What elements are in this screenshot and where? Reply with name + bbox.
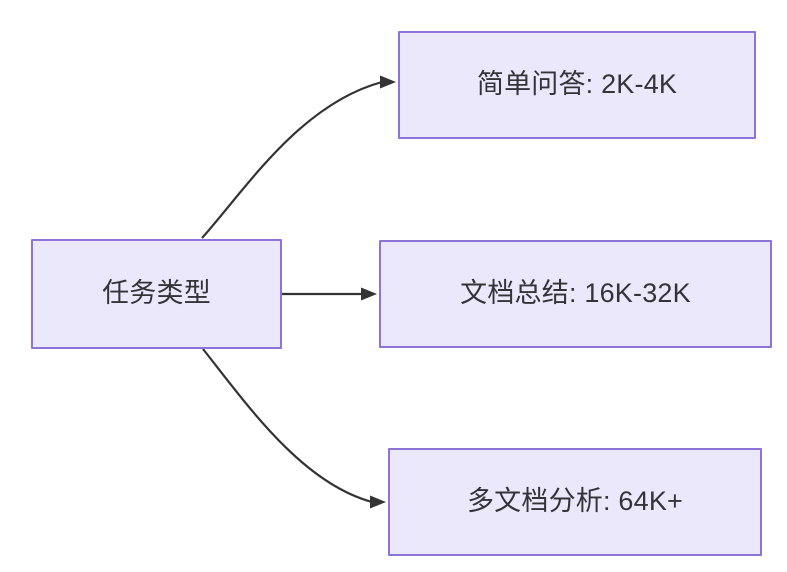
node-label-task-type: 任务类型 xyxy=(102,278,211,309)
node-simple-qa[interactable]: 简单问答: 2K-4K xyxy=(398,31,756,139)
edge-path-simple-qa xyxy=(201,80,383,239)
arrowhead-simple-qa xyxy=(380,75,396,89)
edge-source-to-multi-doc xyxy=(202,348,386,509)
edge-source-to-doc-summary xyxy=(282,287,377,301)
arrowhead-doc-summary xyxy=(361,287,377,301)
node-label-doc-summary: 文档总结: 16K-32K xyxy=(460,278,691,309)
arrowhead-multi-doc xyxy=(370,495,386,509)
node-multi-doc[interactable]: 多文档分析: 64K+ xyxy=(388,448,762,556)
node-label-multi-doc: 多文档分析: 64K+ xyxy=(466,486,683,517)
edge-source-to-simple-qa xyxy=(201,75,396,239)
edge-path-multi-doc xyxy=(202,348,373,504)
node-task-type[interactable]: 任务类型 xyxy=(31,239,282,349)
node-doc-summary[interactable]: 文档总结: 16K-32K xyxy=(379,240,772,348)
node-label-simple-qa: 简单问答: 2K-4K xyxy=(476,69,678,100)
